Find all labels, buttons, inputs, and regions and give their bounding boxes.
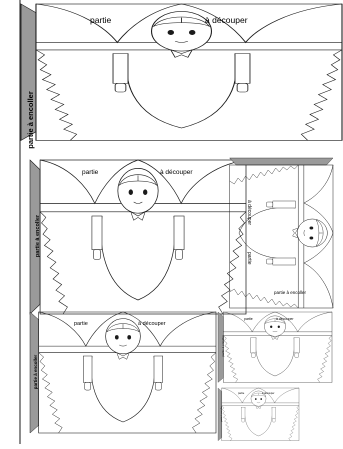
template-5-glue-label: partie à encoller [221, 335, 225, 356]
template-1-label-left: partie [90, 15, 112, 25]
template-6-label-left: partie [238, 392, 245, 395]
template-3-label-right: à découper [246, 200, 252, 225]
template-3-glue-label: partie à encoller [274, 290, 307, 295]
template-3-label-left: partie [246, 252, 252, 265]
template-large [21, 4, 342, 140]
template-1-glue-label: partie à encoller [26, 91, 35, 149]
template-medium-2 [30, 312, 216, 433]
template-2-label-right: à découper [160, 169, 193, 176]
template-1-label-right: à découper [205, 15, 248, 25]
template-6-label-right: à découper [262, 392, 275, 395]
template-rotated [230, 158, 333, 308]
template-6-glue-label: partie à encoller [220, 406, 223, 422]
template-4-glue-label: partie à encoller [33, 354, 38, 389]
template-small [218, 312, 332, 382]
template-5-label-left: partie [244, 317, 253, 321]
template-2-label-left: partie [82, 169, 99, 176]
template-tiny [218, 388, 299, 441]
template-medium-1 [30, 160, 246, 314]
template-4-label-right: à découper [138, 321, 166, 327]
template-4-label-left: partie [74, 321, 88, 327]
template-2-glue-label: partie à encoller [35, 214, 41, 257]
template-5-label-right: à découper [276, 317, 294, 321]
